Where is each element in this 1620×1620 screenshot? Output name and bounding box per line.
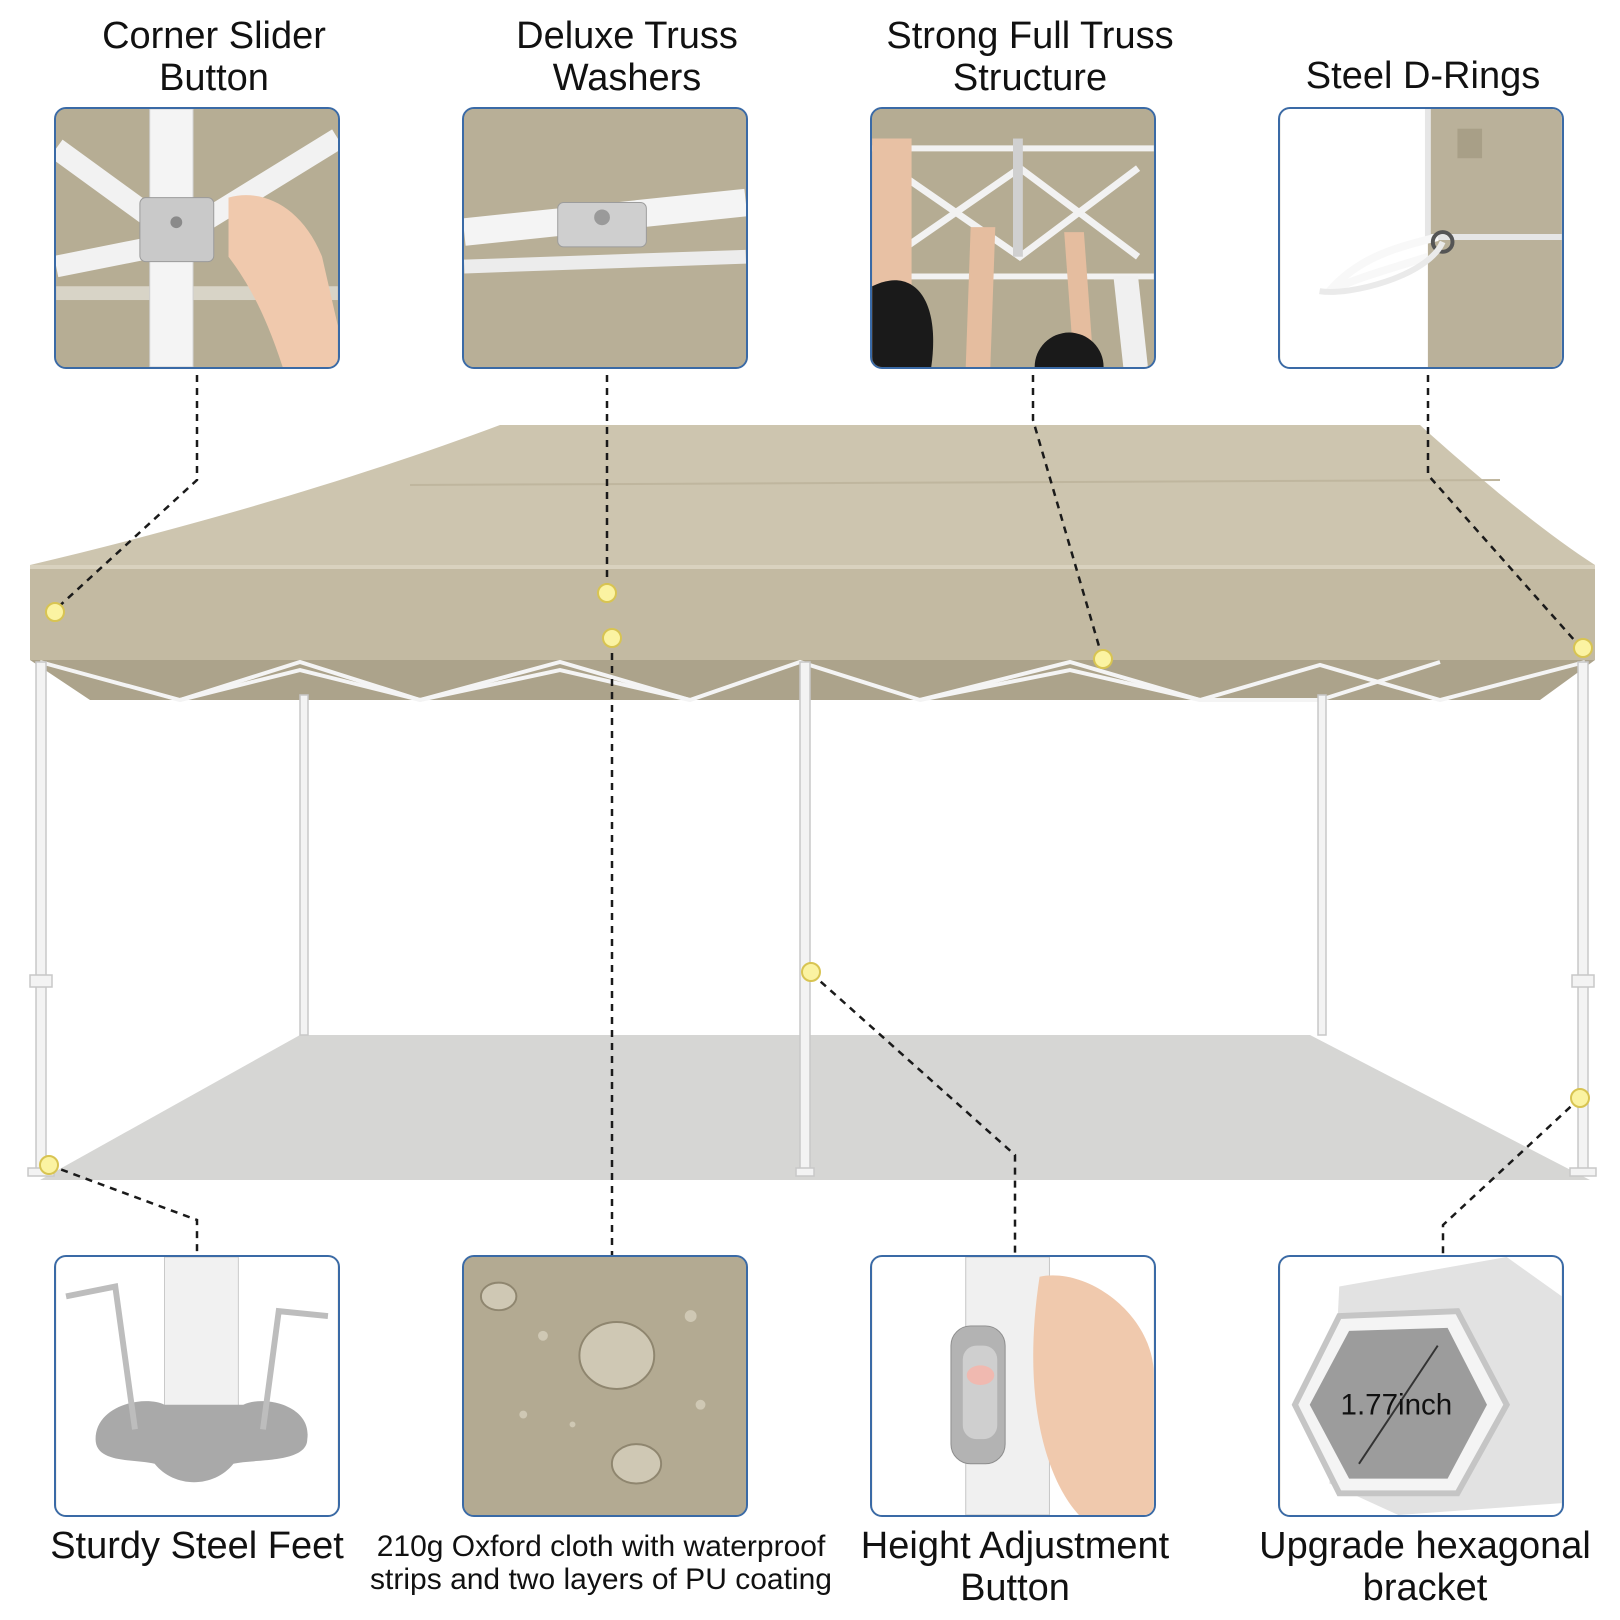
d-rings-photo: [1280, 109, 1562, 367]
oxford-cloth-photo: [464, 1257, 746, 1515]
truss-washers-photo: [464, 109, 746, 367]
marker-truss-washers: [597, 583, 617, 603]
card-truss-washers: [462, 107, 748, 369]
card-d-rings: [1278, 107, 1564, 369]
card-steel-feet: [54, 1255, 340, 1517]
hex-bracket-photo: 1.77inch: [1280, 1257, 1562, 1515]
marker-steel-feet: [39, 1155, 59, 1175]
corner-slider-photo: [56, 109, 338, 367]
marker-d-rings: [1573, 638, 1593, 658]
marker-oxford-cloth: [602, 628, 622, 648]
label-hex-bracket: Upgrade hexagonal bracket: [1259, 1525, 1591, 1609]
canopy-ridge: [409, 479, 1501, 486]
card-hex-bracket: 1.77inch: [1278, 1255, 1564, 1517]
marker-full-truss: [1093, 649, 1113, 669]
full-truss-photo: [872, 109, 1154, 367]
canopy-valance: [30, 565, 1595, 660]
label-truss-washers: Deluxe Truss Washers: [516, 15, 738, 99]
card-corner-slider: [54, 107, 340, 369]
label-corner-slider: Corner Slider Button: [102, 15, 326, 99]
steel-feet-photo: [56, 1257, 338, 1515]
card-oxford-cloth: [462, 1255, 748, 1517]
marker-corner-slider: [45, 602, 65, 622]
label-oxford-cloth: 210g Oxford cloth with waterproof strips…: [370, 1530, 832, 1596]
floor-shadow: [40, 1035, 1590, 1180]
hex-bracket-dimension: 1.77inch: [1341, 1389, 1453, 1422]
card-full-truss: [870, 107, 1156, 369]
marker-hex-bracket: [1570, 1088, 1590, 1108]
tent-legs: [27, 661, 1597, 1177]
marker-height-button: [801, 962, 821, 982]
canopy-roof: [30, 425, 1595, 565]
label-d-rings: Steel D-Rings: [1305, 55, 1541, 97]
label-steel-feet: Sturdy Steel Feet: [50, 1525, 344, 1567]
label-height-button: Height Adjustment Button: [860, 1525, 1170, 1609]
canopy-underside: [30, 660, 1595, 700]
height-button-photo: [872, 1257, 1154, 1515]
card-height-button: [870, 1255, 1156, 1517]
label-full-truss: Strong Full Truss Structure: [886, 15, 1174, 99]
